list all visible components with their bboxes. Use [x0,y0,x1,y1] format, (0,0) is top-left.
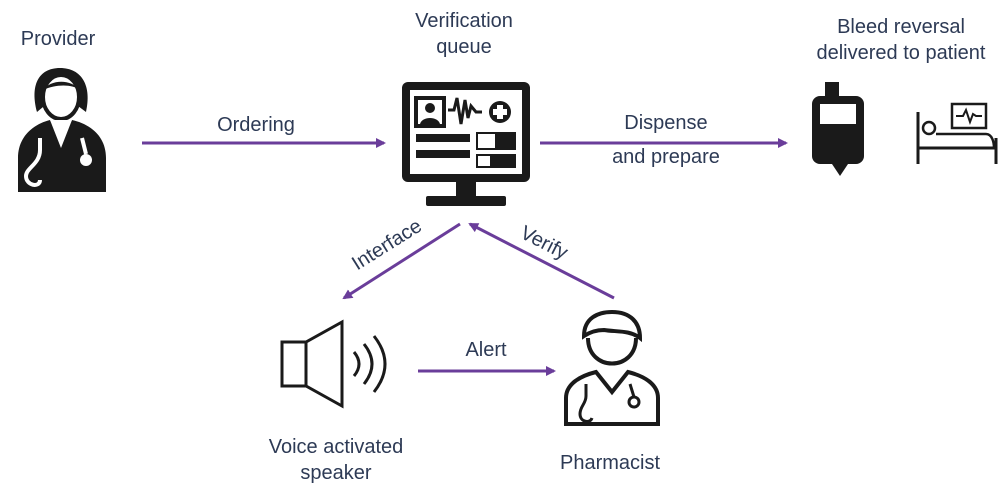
bleed-reversal-line-2: delivered to patient [816,42,986,64]
bleed-reversal-label: Bleed reversal delivered to patient [800,14,1002,66]
interface-arrow [342,222,461,300]
verification-queue-line-1: Verification [415,10,513,32]
speaker-icon [280,319,387,409]
verification-queue-label: Verification queue [384,8,544,60]
pharmacist-label: Pharmacist [559,452,661,474]
pharmacist-icon [564,309,660,426]
iv-bag-icon [812,82,864,176]
dispense-line-1: Dispense [624,112,708,134]
ordering-label: Ordering [217,114,295,136]
alert-label: Alert [465,339,507,361]
computer-monitor-icon [402,82,530,206]
hospital-bed-icon [916,102,998,164]
dispense-line-2: and prepare [612,146,720,168]
voice-speaker-line-1: Voice activated [268,436,404,458]
voice-speaker-line-2: speaker [300,462,372,484]
voice-speaker-label: Voice activated speaker [244,434,428,486]
provider-icon [18,68,106,192]
provider-label: Provider [20,28,96,50]
dispense-label: Dispense and prepare [584,110,748,170]
bleed-reversal-line-1: Bleed reversal [837,16,965,38]
verify-arrow [468,222,615,300]
verification-queue-line-2: queue [436,36,492,58]
